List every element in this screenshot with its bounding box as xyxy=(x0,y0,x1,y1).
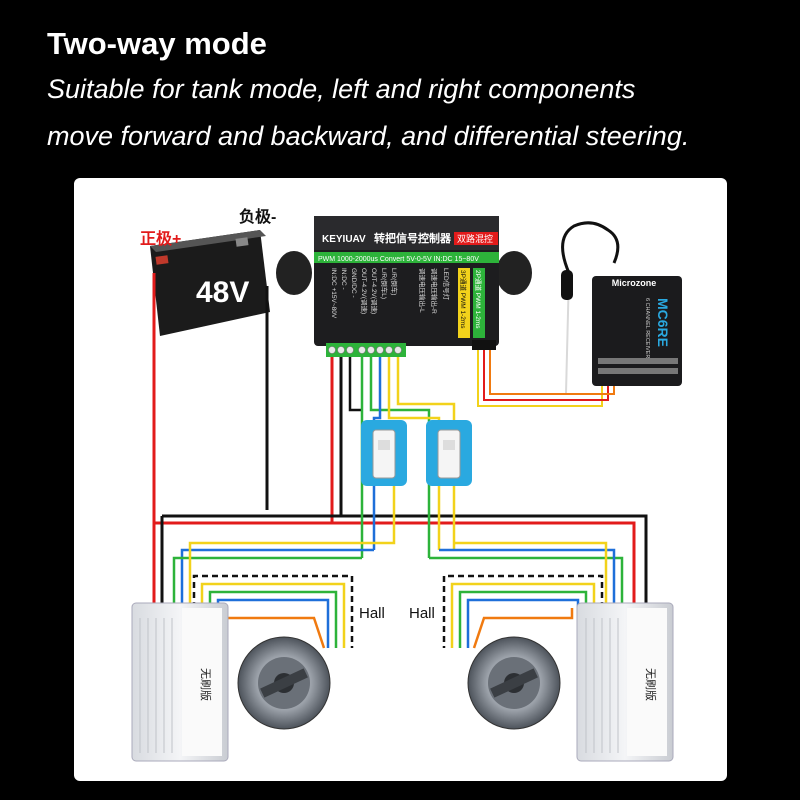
page-title: Two-way mode xyxy=(47,26,267,61)
receiver-subtitle: 6 CHANNEL RECEIVER xyxy=(644,298,650,358)
negative-terminal-label: 负极- xyxy=(239,207,276,226)
esc-right: 无刷版 xyxy=(576,602,674,762)
battery-voltage: 48V xyxy=(196,276,249,309)
controller-brand: KEYIUAV xyxy=(322,234,366,245)
esc-left: 无刷版 xyxy=(131,602,229,762)
note-label-2: 调速电压输出-R xyxy=(430,268,439,314)
wiring-diagram-panel: 48V 正极+ 负极- xyxy=(74,178,727,781)
controller-spec: PWM 1000-2000us Convert 5V-0-5V IN:DC 15… xyxy=(318,256,479,263)
side-label-1: 3P通道 PWM 1-2ms xyxy=(459,270,468,329)
note-label-1: 调速电压输出-L xyxy=(418,268,427,313)
rc-receiver: Microzone MC6RE 6 CHANNEL RECEIVER xyxy=(561,221,682,394)
wiring-diagram: 48V 正极+ 负极- xyxy=(131,207,682,762)
pin-label-2: IN:DC - xyxy=(340,268,347,290)
note-label-3: LED信号灯 xyxy=(442,268,451,301)
hall-wires-right xyxy=(442,574,604,649)
motor-left xyxy=(237,636,331,730)
subtitle-line-2: move forward and backward, and different… xyxy=(47,121,690,151)
receiver-model: MC6RE xyxy=(655,298,671,347)
connector-right xyxy=(426,420,472,486)
connector-left xyxy=(361,420,407,486)
positive-terminal-label: 正极+ xyxy=(140,229,181,248)
hall-label-left: Hall xyxy=(359,605,385,622)
controller-mode-badge: 双路混控 xyxy=(457,233,493,244)
pin-label-4: OUT-4.2V(调速) xyxy=(360,268,369,314)
hall-label-right: Hall xyxy=(409,605,435,622)
battery: 48V xyxy=(150,230,270,336)
controller-pin-labels: IN:DC +15V~80V IN:DC - GND/DC - OUT-4.2V… xyxy=(330,268,451,319)
controller-name: 转把信号控制器 xyxy=(374,231,452,245)
pin-label-5: OUT-4.2V(调速) xyxy=(370,268,379,314)
power-wires xyxy=(152,273,648,608)
side-label-2: 2P通道 PWM 1-2ms xyxy=(474,270,483,329)
esc-left-label: 无刷版 xyxy=(199,668,213,701)
signal-controller: KEYIUAV 转把信号控制器 双路混控 PWM 1000-2000us Con… xyxy=(276,216,532,357)
subtitle-line-1: Suitable for tank mode, left and right c… xyxy=(47,74,636,104)
pin-label-7: L/R(倒车) xyxy=(390,268,399,295)
pin-label-1: IN:DC +15V~80V xyxy=(330,268,337,319)
receiver-brand: Microzone xyxy=(612,278,657,288)
pin-label-3: GND/DC - xyxy=(350,268,357,298)
pin-label-6: L/R(倒车L) xyxy=(380,268,389,299)
esc-right-label: 无刷版 xyxy=(644,668,658,701)
motor-right xyxy=(467,636,561,730)
